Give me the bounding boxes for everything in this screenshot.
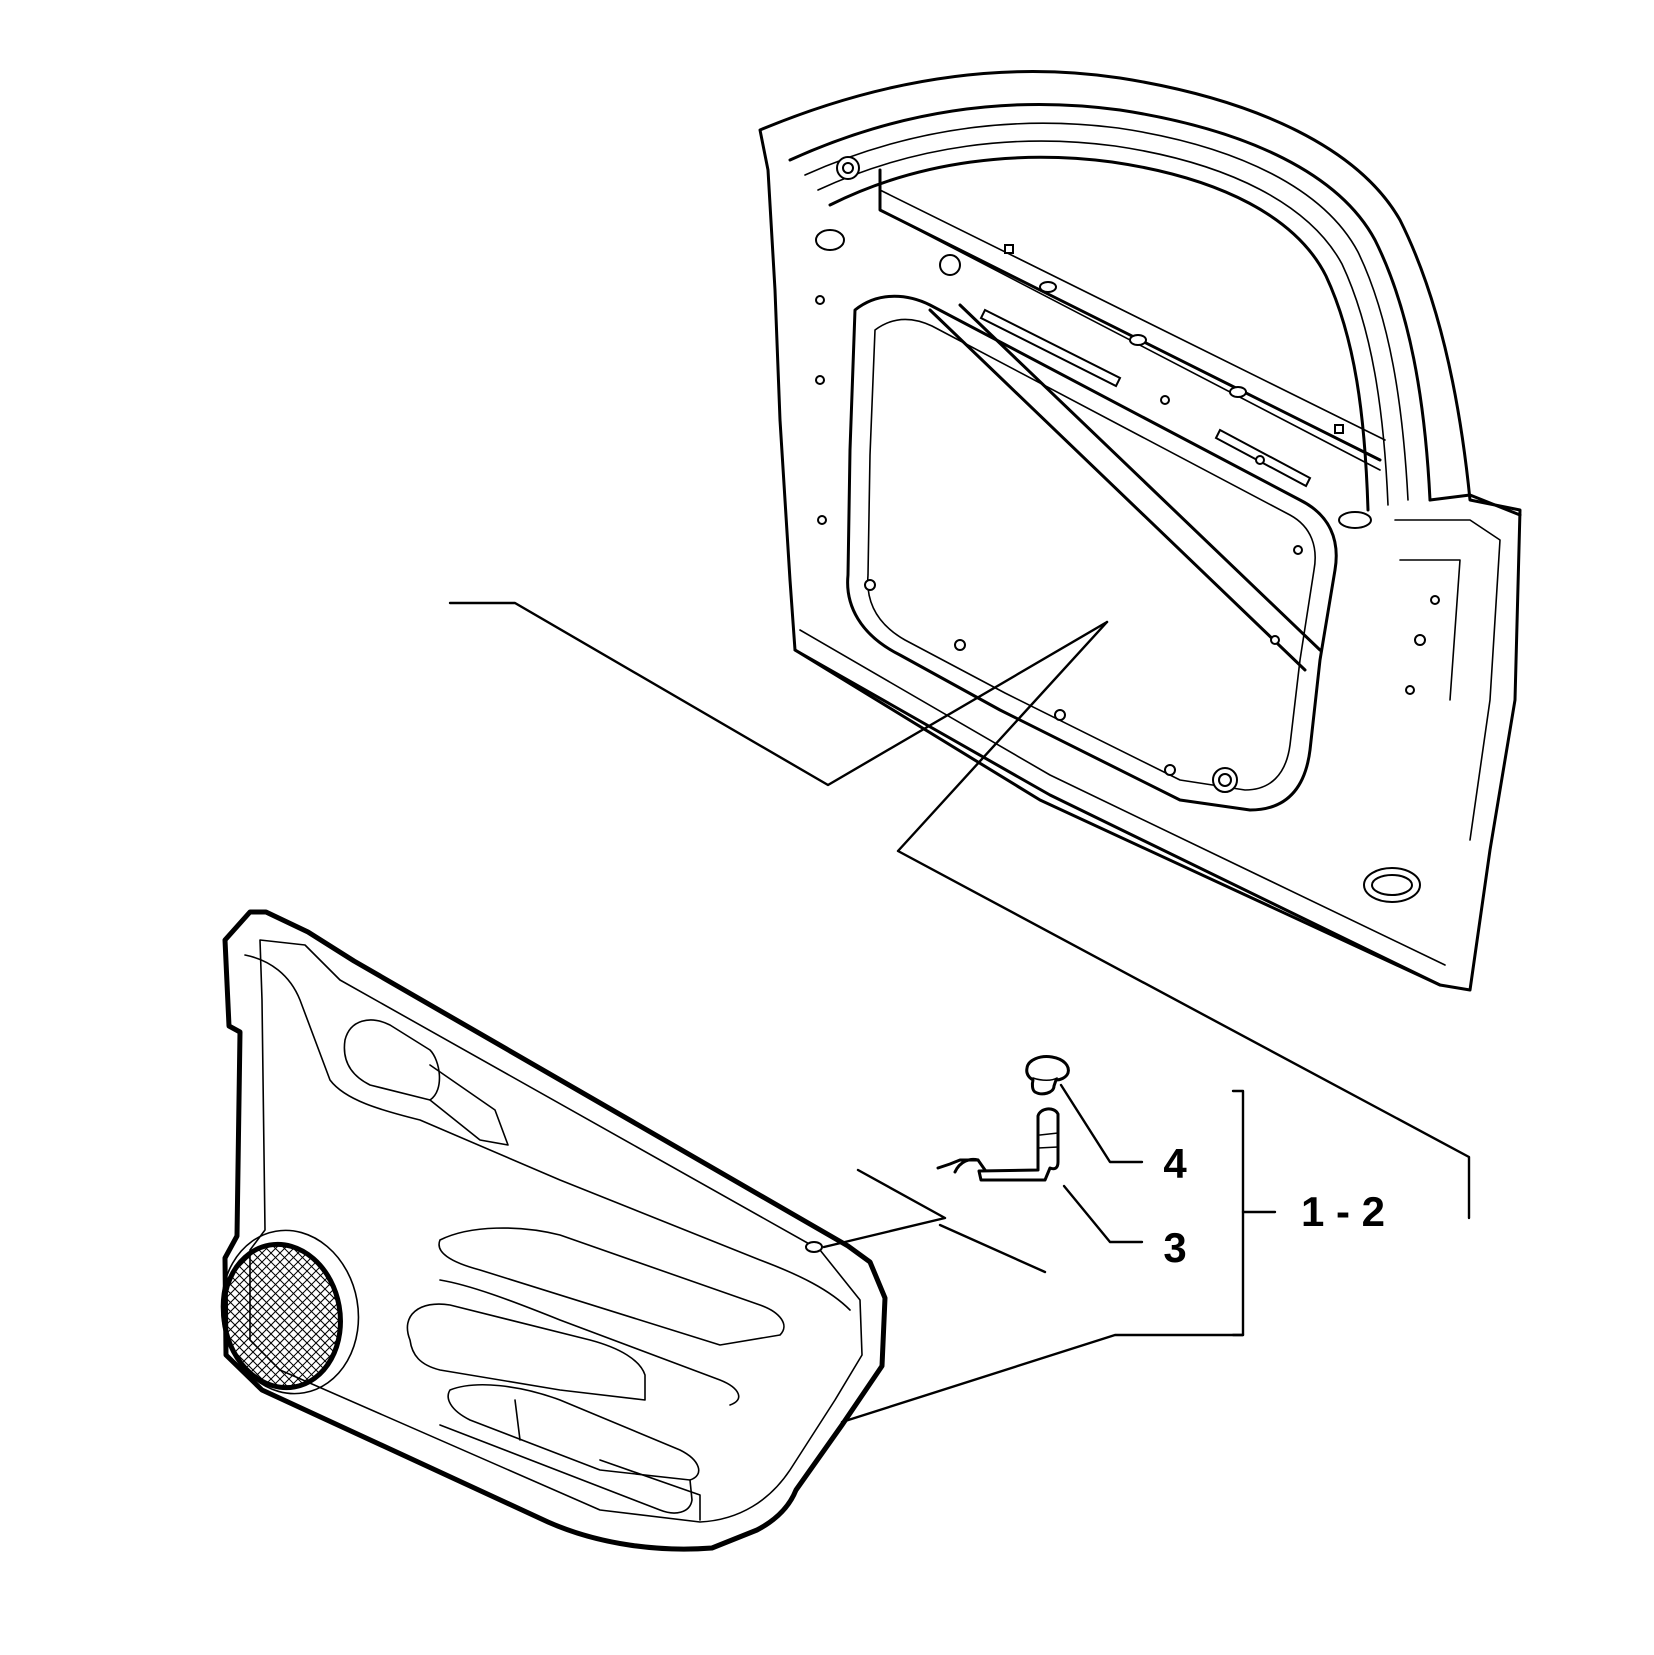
grille-line [214,1237,221,1395]
grille-line [214,1237,350,1395]
grille-line [214,1237,350,1395]
grille-line [285,1237,350,1395]
grille-line [214,1237,257,1395]
grille-line [214,1237,350,1395]
grille-line [214,1237,248,1395]
callout-4: 4 [1163,1140,1187,1187]
grille-line [214,1237,350,1395]
grille-line [276,1237,350,1395]
part-4-plug [1025,1055,1070,1096]
part-3-clip [936,1107,1060,1182]
grille-line [231,1237,350,1395]
callout-leaders [840,1083,1277,1424]
grille-line [267,1237,350,1395]
grille-line [214,1237,266,1395]
grille-line [214,1237,350,1395]
grille-line [294,1237,350,1395]
grille-line [214,1237,350,1395]
callout-3: 3 [1163,1224,1186,1271]
grille-line [214,1237,350,1395]
leader-lines-panel [822,1168,1047,1274]
grille-line [214,1237,350,1395]
grille-line [0,1196,202,1436]
grille-line [214,1237,347,1395]
grille-line [214,1237,239,1395]
door-frame [758,70,1522,992]
grille-line [214,1237,230,1395]
grille-line [0,1196,211,1436]
grille-line [214,1237,350,1395]
grille-line [214,1237,302,1395]
grille-line [214,1237,293,1395]
grille-line [294,1237,350,1395]
grille-line [0,1196,202,1436]
grille-line [214,1237,284,1395]
speaker-grille [0,1196,360,1436]
grille-line [214,1237,329,1395]
grille-line [222,1237,350,1395]
grille-line [0,1196,211,1436]
grille-line [348,1237,350,1395]
grille-line [240,1237,350,1395]
grille-line [330,1237,350,1395]
grille-line [214,1237,266,1395]
grille-line [240,1237,350,1395]
grille-line [214,1237,350,1395]
grille-line [214,1237,221,1395]
grille-line [214,1237,248,1395]
grille-line [214,1237,239,1395]
grille-line [267,1237,350,1395]
grille-line [214,1237,350,1395]
grille-line [214,1237,230,1395]
leader-lines-frame [448,601,1471,1220]
grille-line [214,1237,284,1395]
grille-line [214,1237,350,1395]
callout-1-2: 1 - 2 [1301,1188,1385,1235]
grille-line [214,1237,257,1395]
grille-line [330,1237,350,1395]
grille-line [348,1237,350,1395]
grille-line [276,1237,350,1395]
grille-line [214,1237,329,1395]
grille-line [231,1237,350,1395]
grille-line [214,1237,302,1395]
grille-line [285,1237,350,1395]
grille-line [214,1237,293,1395]
grille-line [222,1237,350,1395]
door-trim-panel [0,909,888,1552]
